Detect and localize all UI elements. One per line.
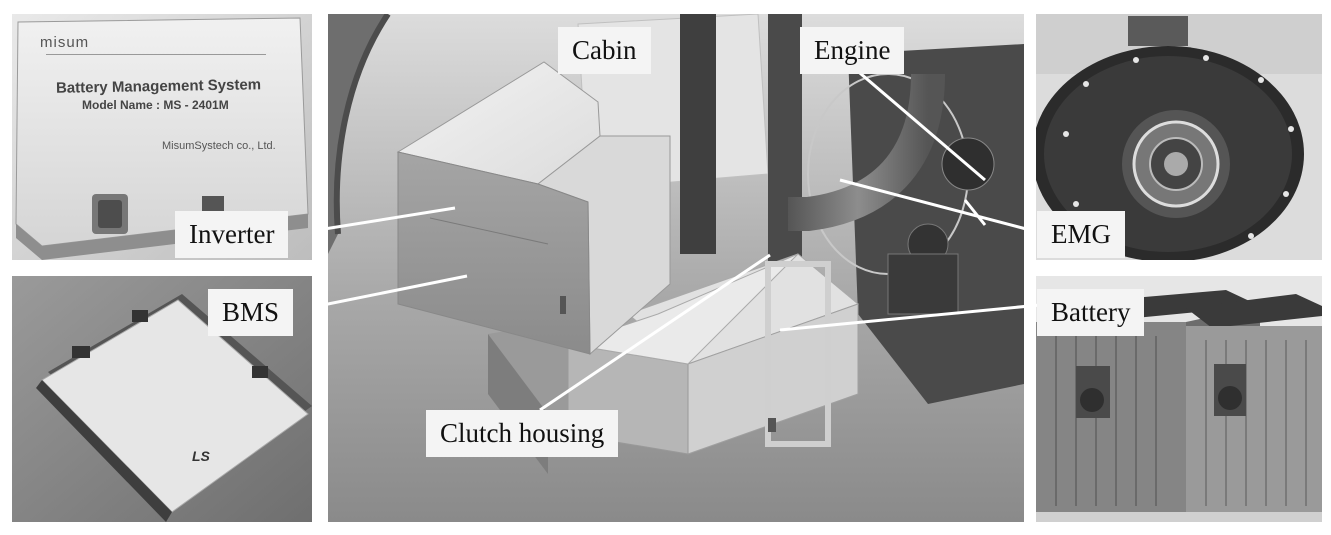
bms-photo: misum Battery Management System Model Na… xyxy=(12,14,312,260)
ls-logo: LS xyxy=(192,448,210,464)
label-inverter: Inverter xyxy=(175,211,289,258)
label-clutch-housing: Clutch housing xyxy=(426,410,619,457)
inverter-photo: LS xyxy=(12,276,312,522)
label-battery: Battery xyxy=(1037,289,1145,336)
label-cabin: Cabin xyxy=(558,27,651,74)
bms-device-title: Battery Management System xyxy=(55,76,262,97)
logo-rule xyxy=(46,54,266,55)
label-engine: Engine xyxy=(800,27,905,74)
battery-photo xyxy=(1036,276,1322,522)
emg-photo xyxy=(1036,14,1322,260)
bms-device-model: Model Name : MS - 2401M xyxy=(82,98,229,112)
bms-device-maker: MisumSystech co., Ltd. xyxy=(162,140,276,152)
label-emg: EMG xyxy=(1037,211,1125,258)
misum-logo: misum xyxy=(40,34,90,51)
label-bms: BMS xyxy=(208,289,294,336)
